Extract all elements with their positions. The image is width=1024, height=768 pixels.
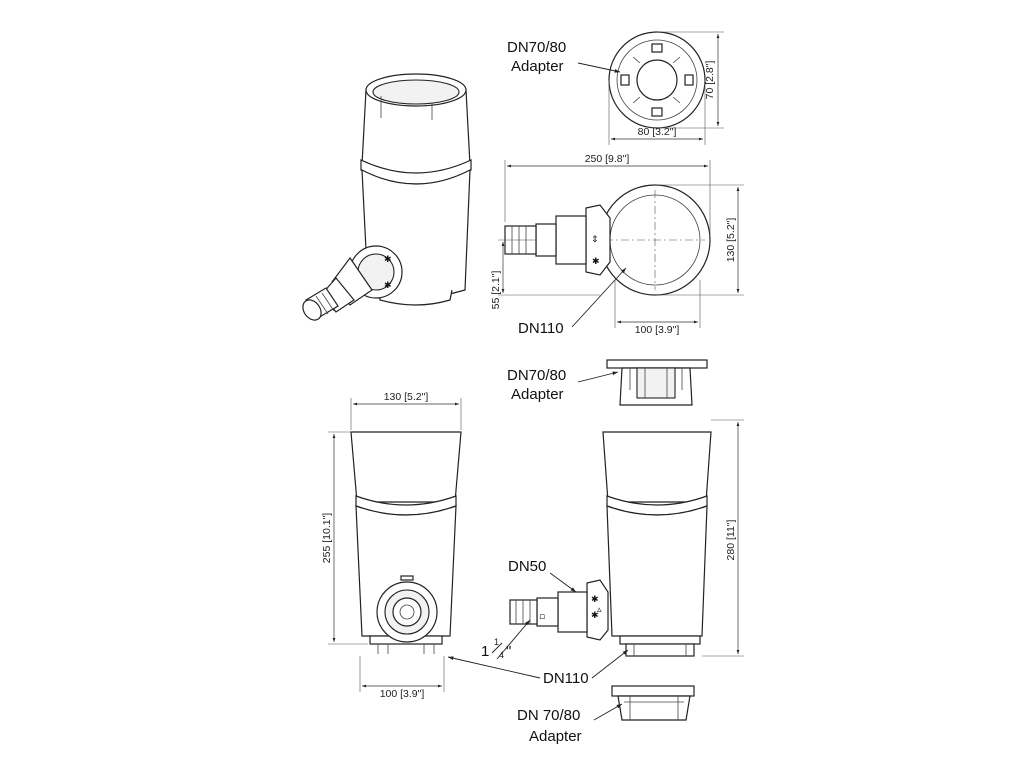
adapter-side-view: [606, 359, 708, 406]
callout-adapter-mid-line1: DN70/80: [507, 367, 566, 384]
isometric-view: ✱ ✱: [302, 73, 472, 321]
callout-adapter-bottom-line2: Adapter: [529, 728, 582, 745]
callout-dn50: DN50: [508, 558, 546, 575]
callout-dn110-bottom: DN110: [543, 670, 589, 687]
leader-adapter-mid: [577, 371, 619, 383]
dim-front-base-width: 100 [3.9"]: [380, 688, 425, 700]
dim-top-outlet-height: 55 [2.1"]: [490, 271, 502, 310]
callout-adapter-top-line2: Adapter: [511, 58, 564, 75]
side-view: ✱ ✱ ▵ ▫: [509, 419, 744, 657]
triangle-icon: ▵: [597, 605, 602, 615]
hose-size-whole: 1: [481, 643, 489, 660]
dim-top-base-width: 100 [3.9"]: [635, 324, 680, 336]
snowflake-icon: ✱: [592, 257, 600, 267]
snowflake-icon: ✱: [591, 611, 599, 621]
callout-dn110-top: DN110: [518, 320, 564, 337]
snowflake-icon: ✱: [384, 281, 392, 291]
leader-adapter-top: [577, 62, 621, 73]
callout-adapter-top-line1: DN70/80: [507, 39, 566, 56]
hose-size-denominator: 4: [499, 650, 504, 660]
leader-adapter-bottom: [593, 703, 623, 721]
dim-side-height: 280 [11"]: [725, 519, 737, 560]
plan-view: ⇕ ✱: [498, 160, 744, 328]
front-view: [328, 398, 462, 692]
hose-size-label: 1 1 4 ": [481, 637, 511, 660]
snowflake-icon: ✱: [384, 255, 392, 265]
hose-size-unit: ": [506, 643, 511, 660]
hose-size-numerator: 1: [494, 637, 499, 647]
leader-dn50: [549, 572, 577, 593]
dim-adapter-height: 70 [2.8"]: [704, 61, 716, 100]
adapter-top-view: [608, 31, 724, 145]
bottom-adapter: [611, 685, 695, 721]
callout-adapter-bottom-line1: DN 70/80: [517, 707, 580, 724]
dim-adapter-width: 80 [3.2"]: [638, 126, 677, 138]
dim-front-height: 255 [10.1"]: [321, 513, 333, 564]
dim-front-width: 130 [5.2"]: [384, 391, 429, 403]
arrow-icon: ⇕: [591, 235, 599, 245]
leader-dn110-bottom-side: [591, 649, 629, 679]
dim-top-body-diameter: 130 [5.2"]: [725, 218, 737, 263]
dim-top-total-width: 250 [9.8"]: [585, 153, 630, 165]
snowflake-icon: ✱: [591, 595, 599, 605]
square-icon: ▫: [539, 612, 545, 622]
callout-adapter-mid-line2: Adapter: [511, 386, 564, 403]
leader-hose-size: [496, 619, 531, 660]
leader-dn110-bottom-front: [447, 656, 541, 679]
leader-dn110-top: [571, 267, 627, 328]
